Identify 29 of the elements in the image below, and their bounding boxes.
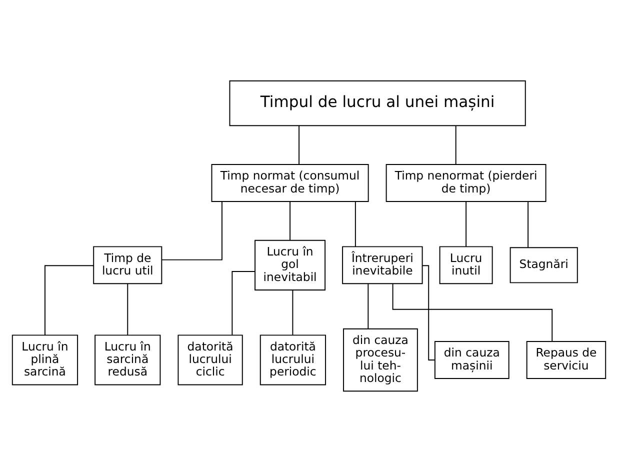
node-box: Repaus de serviciu	[526, 341, 606, 379]
connector	[290, 201, 291, 241]
node-box: Întreruperi inevitabile	[342, 246, 423, 284]
connector	[455, 125, 456, 165]
connector	[161, 201, 222, 260]
node-box: Timp normat (consumul necesar de timp)	[211, 164, 369, 202]
node-box: Stagnări	[510, 247, 578, 284]
node-box: Lucru în plină sarcină	[12, 334, 78, 386]
node-box: Lucru în sarcină redusă	[94, 334, 161, 386]
connector	[528, 201, 529, 248]
node-box: Timp nenormat (pierderi de timp)	[386, 164, 546, 202]
node-box: Lucru în gol inevitabil	[254, 240, 326, 290]
connector	[298, 125, 300, 165]
node-box: Timpul de lucru al unei mașini	[229, 80, 526, 126]
connector	[127, 283, 128, 336]
connector	[466, 201, 467, 248]
node-box: din cauza mașinii	[434, 341, 510, 379]
node-box: Lucru inutil	[439, 246, 493, 284]
connector	[232, 271, 256, 336]
connector	[292, 290, 294, 336]
connector	[392, 283, 553, 342]
node-box: Timp de lucru util	[93, 246, 162, 284]
node-box: datorită lucrului periodic	[260, 334, 326, 386]
connector	[368, 283, 369, 330]
connector	[354, 201, 356, 248]
node-box: datorită lucrului ciclic	[178, 334, 243, 386]
connector	[44, 265, 94, 336]
connector	[422, 265, 436, 360]
node-box: din cauza procesu- lui teh- nologic	[343, 328, 418, 392]
